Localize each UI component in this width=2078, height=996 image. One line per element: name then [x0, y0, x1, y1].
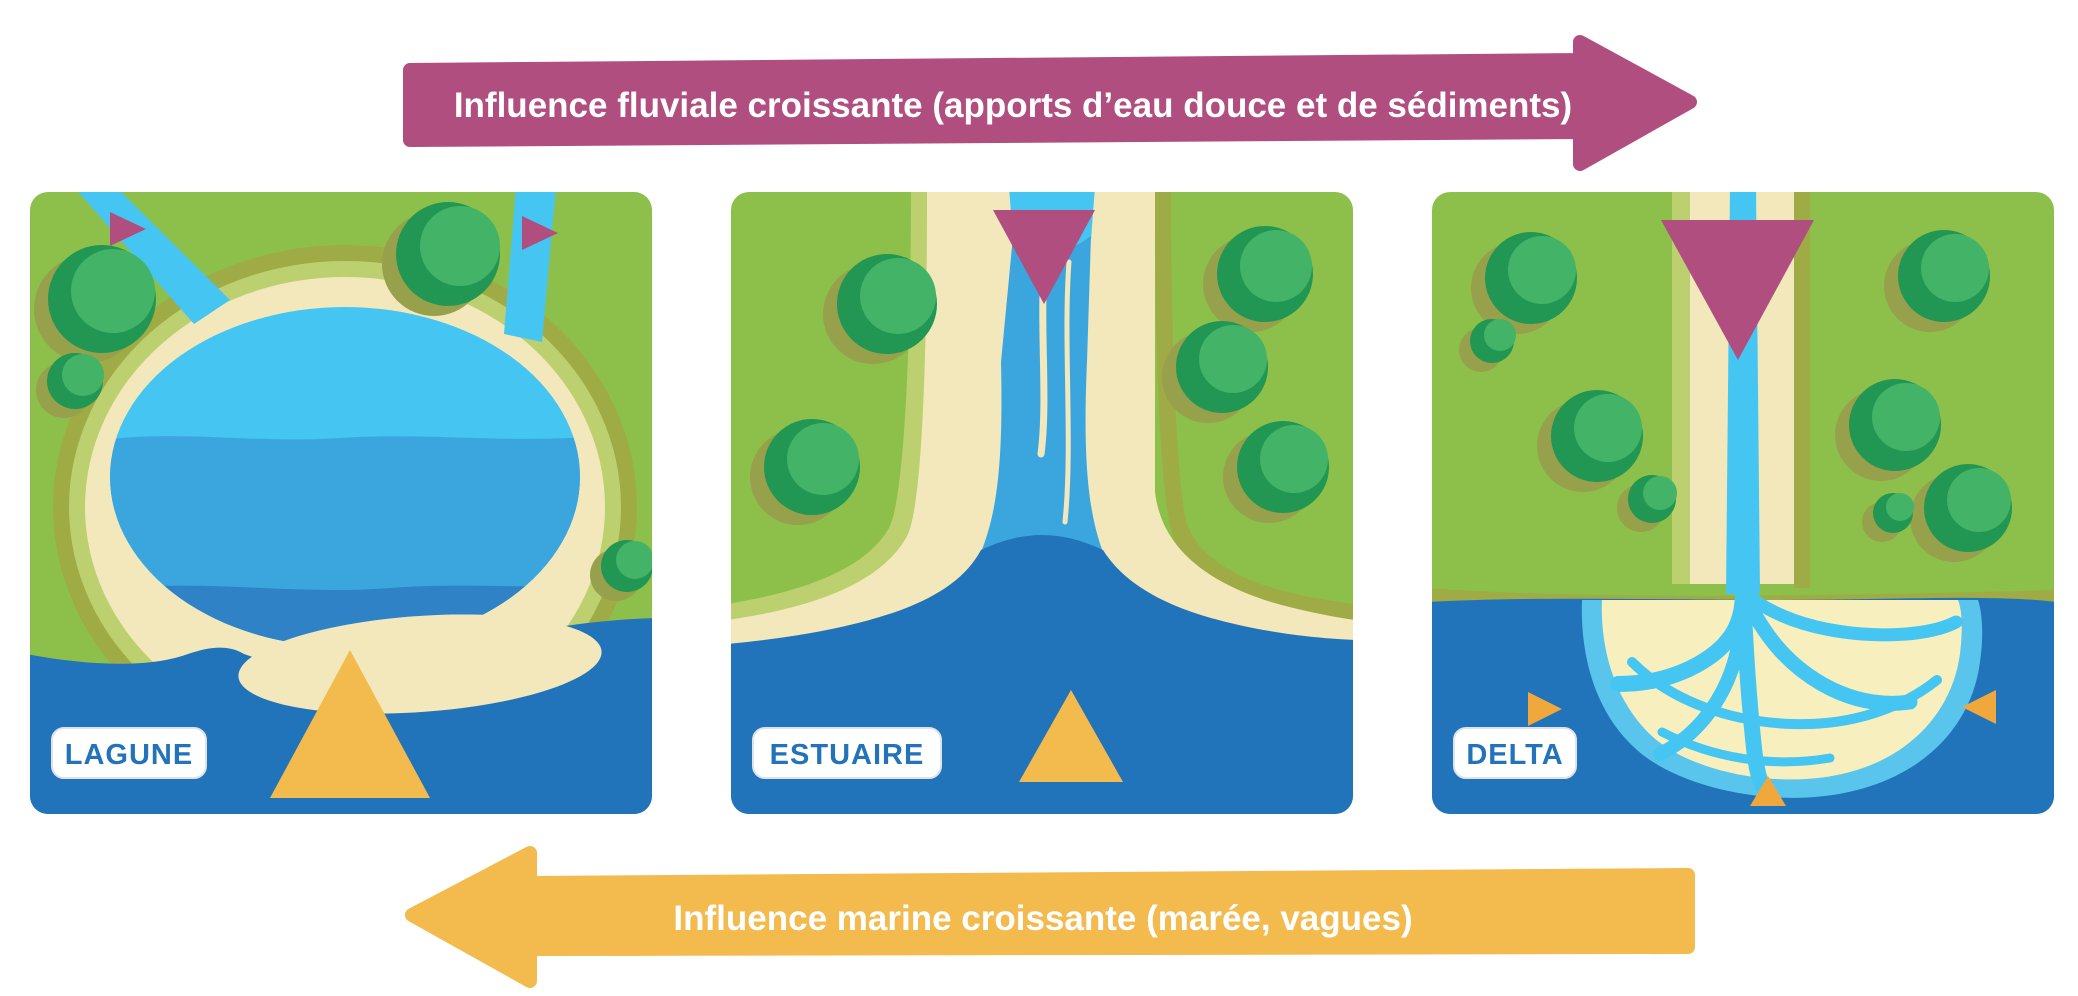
panel-label-text: LAGUNE: [65, 739, 193, 771]
tree-icon: [1223, 421, 1329, 523]
river: [504, 192, 556, 342]
tree-icon: [1459, 319, 1516, 372]
tree-icon: [1203, 226, 1313, 332]
fluvial-marker-icon: [1661, 220, 1814, 360]
tree-icon: [34, 245, 156, 363]
marine-marker-icon: [1962, 690, 1996, 724]
fluvial-arrow: Influence fluviale croissante (apports d…: [403, 35, 1697, 171]
land-edge: [1794, 192, 1810, 588]
tree-icon: [750, 419, 860, 525]
panel-label: ESTUAIRE: [752, 727, 942, 779]
sand-bar: [1062, 259, 1072, 525]
panel-label-text: ESTUAIRE: [770, 739, 925, 771]
fluvial-marker-icon: [993, 210, 1095, 304]
tree-icon: [1862, 493, 1914, 542]
tree-icon: [36, 353, 104, 418]
tree-icon: [1835, 379, 1941, 481]
tree-icon: [1617, 475, 1677, 532]
marine-marker-icon: [1019, 690, 1123, 782]
tree-icon: [1910, 464, 2012, 562]
tree-icon: [382, 202, 500, 316]
fluvial-marker-icon: [110, 212, 146, 246]
panel-delta: DELTA: [1432, 192, 2054, 814]
panel-label: DELTA: [1453, 727, 1577, 779]
tree-icon: [1471, 232, 1577, 334]
fluvial-arrow-label: Influence fluviale croissante (apports d…: [454, 86, 1572, 125]
marine-marker-icon: [1750, 776, 1786, 806]
panel-label-text: DELTA: [1466, 739, 1563, 771]
marine-arrow-shape: [405, 846, 1695, 988]
tree-icon: [1162, 321, 1268, 423]
tree-icon: [590, 540, 652, 601]
panel-label: LAGUNE: [51, 727, 207, 779]
panel-estuaire: ESTUAIRE: [731, 192, 1353, 814]
lagoon: [110, 307, 580, 647]
shore-band: [1672, 192, 1690, 584]
tree-icon: [1884, 230, 1990, 332]
fluvial-marker-icon: [522, 216, 558, 250]
delta-channels: [1610, 584, 1963, 800]
marine-arrow-label: Influence marine croissante (marée, vagu…: [673, 899, 1412, 938]
tree-icon: [823, 254, 937, 364]
marine-marker-icon: [270, 650, 430, 798]
fluvial-arrow-shape: [403, 35, 1697, 171]
tree-icon: [1537, 390, 1643, 492]
panel-lagune: LAGUNE: [30, 192, 652, 814]
marine-marker-icon: [1528, 692, 1562, 726]
marine-arrow: Influence marine croissante (marée, vagu…: [405, 846, 1695, 988]
